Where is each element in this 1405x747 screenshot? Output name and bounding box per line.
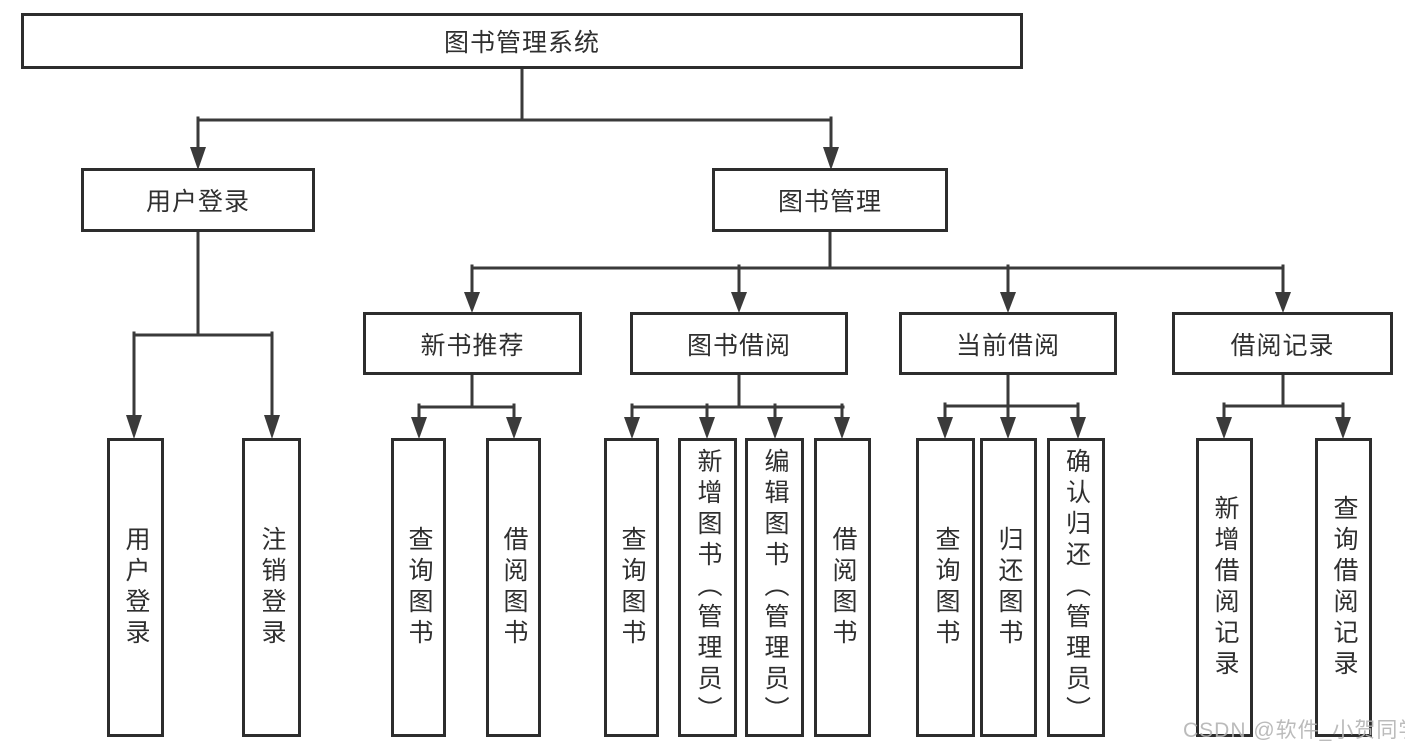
leaf-logout-label: 注销登录 xyxy=(258,525,286,650)
leaf-bb-query-books-label: 查询图书 xyxy=(618,525,646,650)
leaf-bb-borrow-books-label: 借阅图书 xyxy=(829,525,857,650)
leaf-cb-return-books: 归还图书 xyxy=(980,438,1037,737)
arrowhead xyxy=(464,292,480,313)
leaf-cb-query-books-label: 查询图书 xyxy=(932,525,960,650)
leaf-bb-borrow-books: 借阅图书 xyxy=(814,438,871,737)
node-borrow-records: 借阅记录 xyxy=(1172,312,1393,375)
arrowhead xyxy=(699,417,715,439)
leaf-br-query-record: 查询借阅记录 xyxy=(1315,438,1372,737)
node-root: 图书管理系统 xyxy=(21,13,1023,69)
watermark: CSDN @软件_小贺同学 xyxy=(1183,719,1405,742)
arrowhead xyxy=(126,415,142,439)
arrowhead xyxy=(1000,417,1016,439)
arrowhead xyxy=(1000,292,1016,313)
arrowhead xyxy=(834,417,850,439)
arrowhead xyxy=(506,417,522,439)
node-book-borrow-label: 图书借阅 xyxy=(686,331,791,360)
arrowhead xyxy=(624,417,640,439)
arrowhead xyxy=(731,292,747,313)
node-root-label: 图书管理系统 xyxy=(443,29,600,57)
leaf-bb-edit-books: 编辑图书（管理员） xyxy=(745,438,804,737)
node-user-login: 用户登录 xyxy=(81,168,315,232)
node-book-management: 图书管理 xyxy=(712,168,948,232)
arrowhead xyxy=(190,147,206,170)
node-borrow-records-label: 借阅记录 xyxy=(1230,331,1335,360)
leaf-cb-confirm-return-label: 确认归还（管理员） xyxy=(1062,448,1091,727)
leaf-cb-confirm-return: 确认归还（管理员） xyxy=(1047,438,1105,737)
arrowhead xyxy=(1335,417,1351,439)
node-user-login-label: 用户登录 xyxy=(145,188,250,216)
node-book-management-label: 图书管理 xyxy=(777,188,882,216)
arrowhead xyxy=(411,417,427,439)
node-current-borrow: 当前借阅 xyxy=(899,312,1117,375)
leaf-user-login-label: 用户登录 xyxy=(122,525,150,650)
leaf-nb-borrow-books-label: 借阅图书 xyxy=(500,525,528,650)
arrowhead xyxy=(264,415,280,439)
leaf-bb-add-books-label: 新增图书（管理员） xyxy=(694,448,722,727)
leaf-br-add-record: 新增借阅记录 xyxy=(1196,438,1253,737)
arrowhead xyxy=(767,417,783,439)
node-current-borrow-label: 当前借阅 xyxy=(955,331,1060,360)
node-new-book-recommend: 新书推荐 xyxy=(363,312,582,375)
leaf-br-query-record-label: 查询借阅记录 xyxy=(1330,494,1358,681)
leaf-cb-return-books-label: 归还图书 xyxy=(995,525,1023,650)
leaf-nb-query-books-label: 查询图书 xyxy=(405,525,433,650)
leaf-br-add-record-label: 新增借阅记录 xyxy=(1211,494,1239,681)
leaf-logout: 注销登录 xyxy=(242,438,301,737)
node-new-book-recommend-label: 新书推荐 xyxy=(420,331,525,360)
node-book-borrow: 图书借阅 xyxy=(630,312,848,375)
leaf-nb-borrow-books: 借阅图书 xyxy=(486,438,541,737)
arrowhead xyxy=(1216,417,1232,439)
leaf-user-login: 用户登录 xyxy=(107,438,164,737)
arrowhead xyxy=(1275,292,1291,313)
arrowhead xyxy=(1070,417,1086,439)
arrowhead xyxy=(937,417,953,439)
leaf-cb-query-books: 查询图书 xyxy=(916,438,975,737)
leaf-nb-query-books: 查询图书 xyxy=(391,438,446,737)
leaf-bb-add-books: 新增图书（管理员） xyxy=(678,438,737,737)
arrowhead xyxy=(823,147,839,170)
leaf-bb-query-books: 查询图书 xyxy=(604,438,659,737)
leaf-bb-edit-books-label: 编辑图书（管理员） xyxy=(761,448,789,727)
